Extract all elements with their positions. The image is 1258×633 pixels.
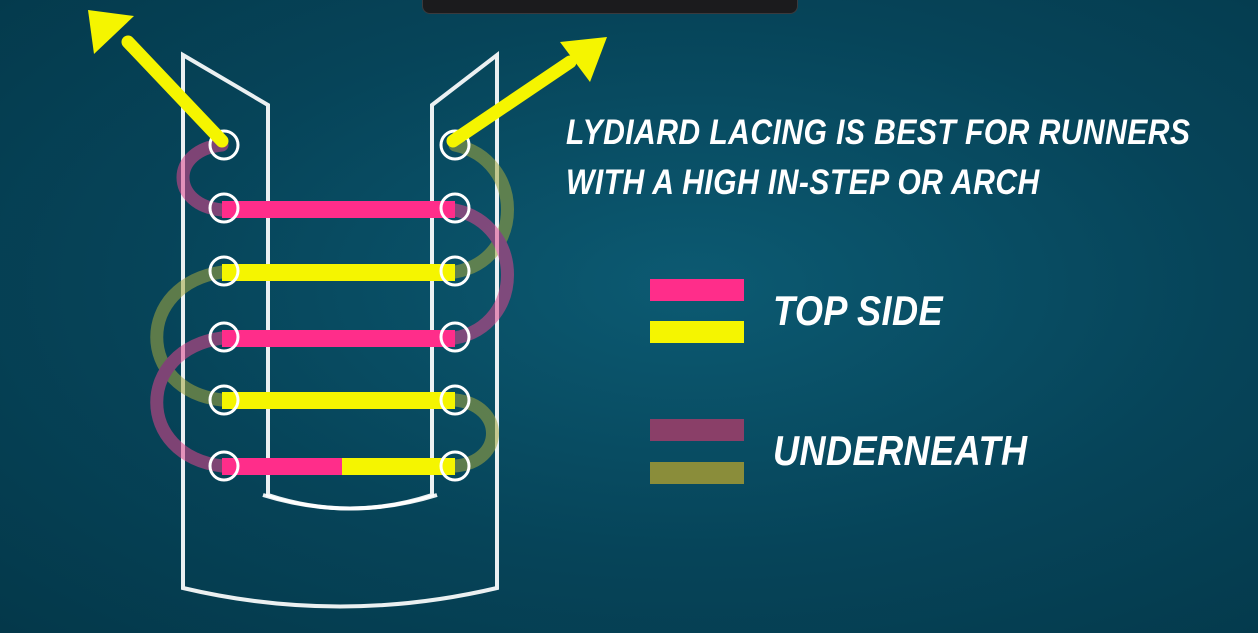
eyelet-icon: [208, 384, 240, 416]
under-olive-right-low: [448, 393, 499, 473]
under-pink-left-low: [150, 331, 229, 473]
top-bar-pink-1: [222, 201, 455, 218]
eyelet-icon: [439, 321, 471, 353]
arrow-left-shaft: [121, 35, 229, 148]
eyelets: [208, 129, 471, 482]
eyelet-icon: [208, 255, 240, 287]
under-olive-left-mid: [150, 265, 229, 407]
top-bar-yellow-2: [222, 392, 455, 409]
eyelet-icon: [439, 384, 471, 416]
arrow-right-icon: [560, 37, 607, 82]
eyelet-icon: [208, 321, 240, 353]
underneath-laces: [150, 138, 514, 473]
headline-line-2: WITH A HIGH IN-STEP OR ARCH: [566, 163, 1040, 202]
eyelet-icon: [439, 129, 471, 161]
eyelet-icon: [439, 255, 471, 287]
eyelet-icon: [439, 450, 471, 482]
eyelet-icon: [208, 192, 240, 224]
top-bar-yellow-3: [342, 458, 455, 475]
arrow-right-shaft: [446, 55, 577, 148]
headline-line-1: LYDIARD LACING IS BEST FOR RUNNERS: [566, 113, 1191, 152]
legend-underneath-label: UNDERNEATH: [773, 427, 1028, 474]
under-pink-left-top: [176, 138, 229, 217]
window-title-bar: [422, 0, 798, 14]
eyelet-icon: [208, 450, 240, 482]
under-olive-right-top: [448, 138, 514, 279]
legend-swatches: [650, 279, 744, 484]
arrow-left-icon: [88, 10, 134, 54]
tongue-outline: [262, 493, 438, 511]
top-side-laces: [222, 201, 455, 475]
top-bar-pink-2: [222, 330, 455, 347]
under-pink-right-mid: [448, 203, 514, 345]
top-bar-pink-3: [222, 458, 342, 475]
headline: LYDIARD LACING IS BEST FOR RUNNERS WITH …: [566, 108, 1191, 208]
arrows: [88, 10, 607, 148]
legend-top-side-label: TOP SIDE: [773, 287, 944, 334]
legend-top-pink-swatch: [650, 279, 744, 301]
top-bar-yellow-1: [222, 264, 455, 281]
eyelet-icon: [208, 129, 240, 161]
legend-under-pink-swatch: [650, 419, 744, 441]
legend-top-yellow-swatch: [650, 321, 744, 343]
legend-under-olive-swatch: [650, 462, 744, 484]
eyelet-icon: [439, 192, 471, 224]
